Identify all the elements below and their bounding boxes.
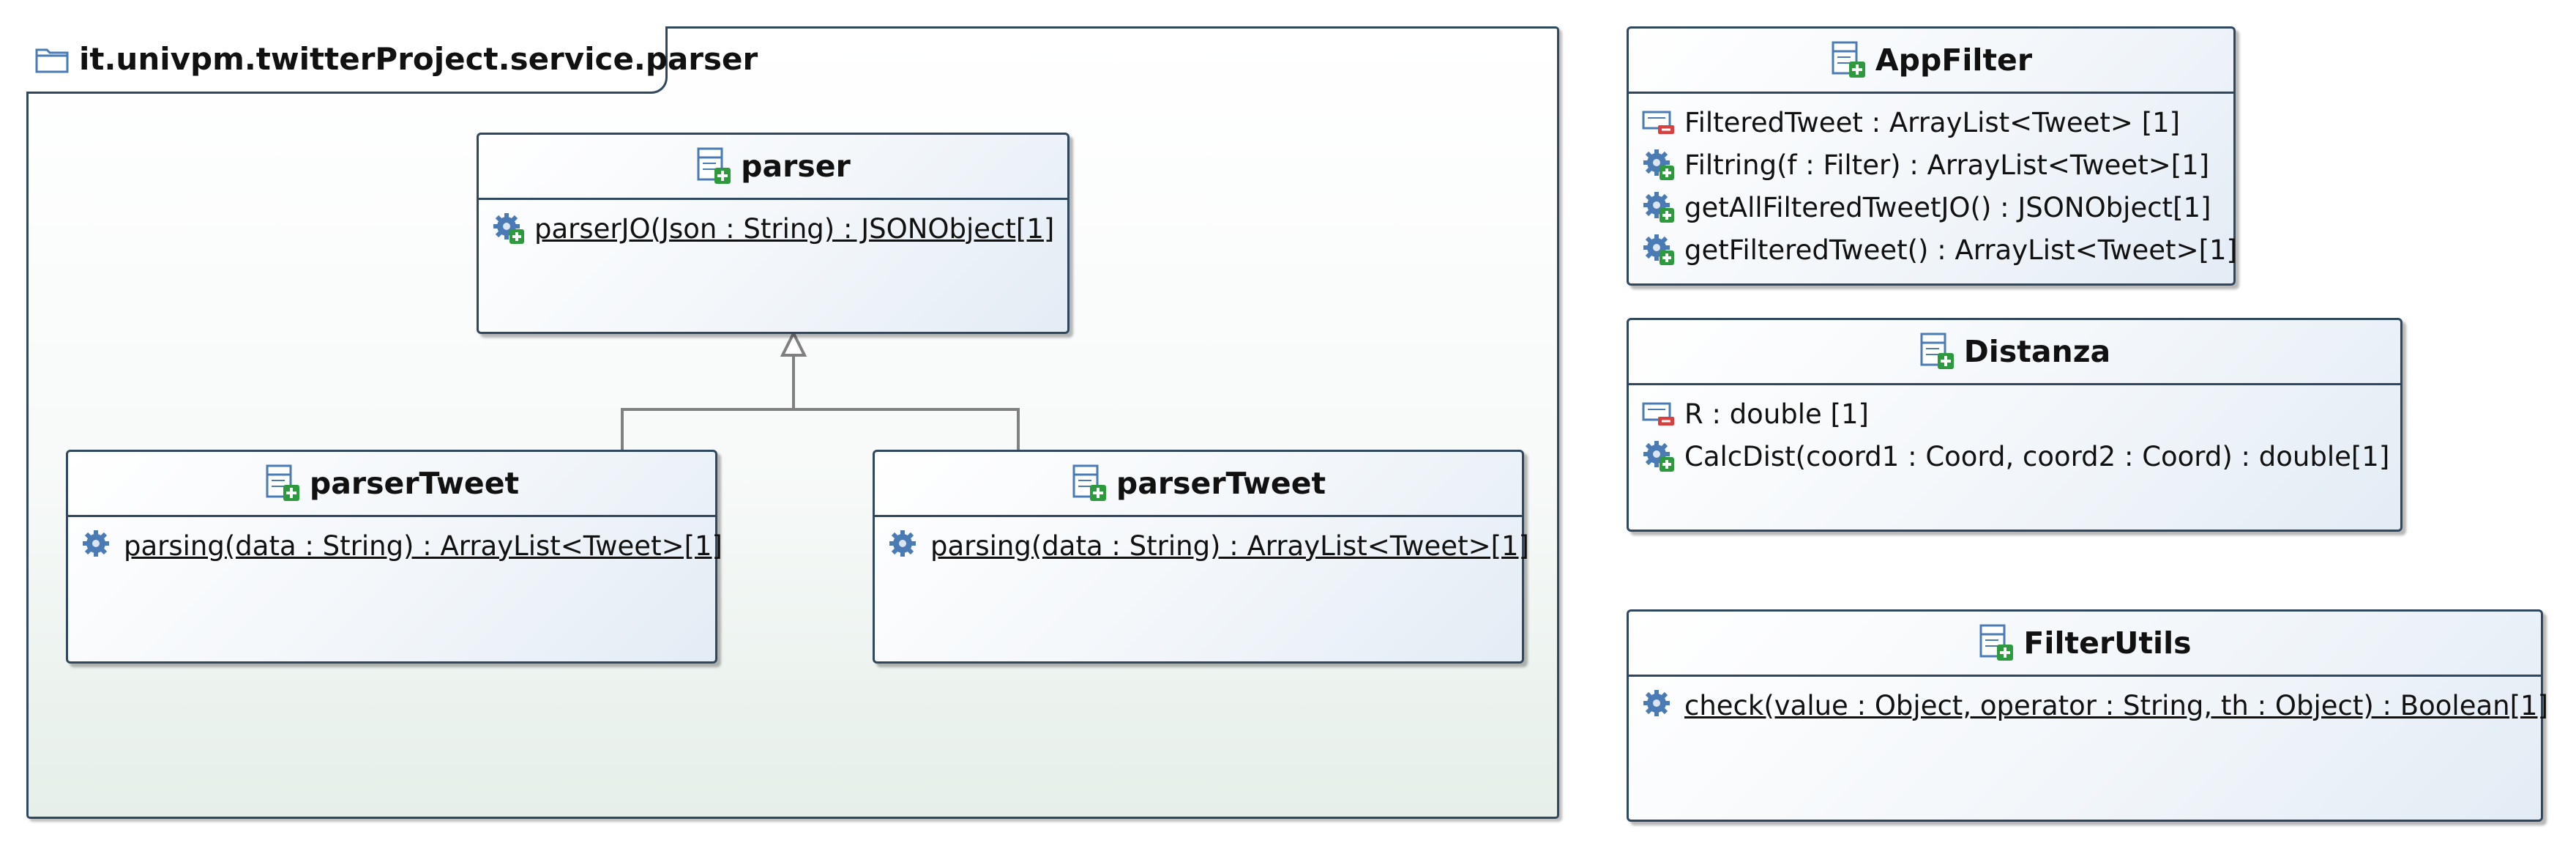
public-method-icon xyxy=(1642,233,1677,267)
class-appfilter[interactable]: AppFilter FilteredTweet : ArrayList<Twee… xyxy=(1627,26,2237,286)
class-member-text: parsing(data : String) : ArrayList<Tweet… xyxy=(124,530,723,562)
generalization-line-right xyxy=(794,408,1020,450)
class-member-text: parsing(data : String) : ArrayList<Tweet… xyxy=(930,530,1529,562)
class-parsertweet-right[interactable]: parserTweet parsing(data : String) : Arr… xyxy=(873,450,1529,664)
class-member-text: parserJO(Json : String) : JSONObject[1] xyxy=(534,212,1055,245)
public-method-icon xyxy=(1642,439,1677,473)
class-header: parserTweet xyxy=(68,452,715,517)
class-header: AppFilter xyxy=(1629,29,2233,94)
class-member-text: check(value : Object, operator : String,… xyxy=(1684,689,2549,721)
class-member-row[interactable]: CalcDist(coord1 : Coord, coord2 : Coord)… xyxy=(1629,435,2400,478)
class-member-text: FilteredTweet : ArrayList<Tweet> [1] xyxy=(1684,106,2181,138)
class-member-row[interactable]: Filtring(f : Filter) : ArrayList<Tweet>[… xyxy=(1629,144,2233,186)
class-members: R : double [1] CalcDist(coord1 : Coord, … xyxy=(1629,385,2400,478)
class-filterutils[interactable]: FilterUtils check(value : Object, operat… xyxy=(1627,609,2548,822)
class-member-row[interactable]: R : double [1] xyxy=(1629,393,2400,435)
private-attribute-icon xyxy=(1642,108,1677,137)
generalization-line-left xyxy=(621,353,795,450)
class-member-row[interactable]: getAllFilteredTweetJO() : JSONObject[1] xyxy=(1629,186,2233,229)
class-parsertweet-left[interactable]: parserTweet parsing(data : String) : Arr… xyxy=(66,450,723,664)
class-icon xyxy=(1830,41,1868,79)
class-member-row[interactable]: parsing(data : String) : ArrayList<Tweet… xyxy=(875,524,1529,567)
class-name: parserTweet xyxy=(1116,466,1326,501)
class-header: Distanza xyxy=(1629,320,2400,385)
class-distanza[interactable]: Distanza R : double [1] CalcDist(coord1 … xyxy=(1627,318,2403,532)
class-member-text: getFilteredTweet() : ArrayList<Tweet>[1] xyxy=(1684,234,2237,266)
package-tab[interactable]: it.univpm.twitterProject.service.parser xyxy=(26,26,758,94)
class-member-text: Filtring(f : Filter) : ArrayList<Tweet>[… xyxy=(1684,149,2210,181)
class-member-row[interactable]: FilteredTweet : ArrayList<Tweet> [1] xyxy=(1629,101,2233,144)
class-name: AppFilter xyxy=(1875,42,2033,78)
class-icon xyxy=(695,147,733,185)
class-member-row[interactable]: check(value : Object, operator : String,… xyxy=(1629,684,2548,727)
public-method-icon xyxy=(1642,190,1677,224)
class-name: Distanza xyxy=(1963,334,2111,369)
class-name: parserTweet xyxy=(309,466,520,501)
class-members: parsing(data : String) : ArrayList<Tweet… xyxy=(875,517,1529,567)
class-member-text: R : double [1] xyxy=(1684,398,1869,430)
class-icon xyxy=(264,464,302,502)
public-method-icon xyxy=(1642,148,1677,182)
class-member-text: getAllFilteredTweetJO() : JSONObject[1] xyxy=(1684,191,2211,223)
class-member-row[interactable]: parsing(data : String) : ArrayList<Tweet… xyxy=(68,524,723,567)
static-method-icon xyxy=(888,529,923,562)
static-method-icon xyxy=(81,529,116,562)
static-method-icon xyxy=(1642,688,1677,722)
class-member-row[interactable]: parserJO(Json : String) : JSONObject[1] xyxy=(479,207,1067,250)
folder-icon xyxy=(35,45,69,73)
class-icon xyxy=(1919,333,1957,371)
class-icon xyxy=(1071,464,1109,502)
class-header: parser xyxy=(479,135,1067,200)
class-members: FilteredTweet : ArrayList<Tweet> [1] Fil… xyxy=(1629,94,2237,271)
class-member-row[interactable]: getFilteredTweet() : ArrayList<Tweet>[1] xyxy=(1629,229,2237,271)
class-header: parserTweet xyxy=(875,452,1522,517)
public-static-method-icon xyxy=(492,212,527,245)
class-name: parser xyxy=(741,149,851,184)
class-name: FilterUtils xyxy=(2023,625,2192,661)
package-title: it.univpm.twitterProject.service.parser xyxy=(79,41,758,77)
class-parser[interactable]: parser parserJO(Json : String) : JSONObj… xyxy=(477,133,1069,334)
private-attribute-icon xyxy=(1642,399,1677,428)
class-icon xyxy=(1978,624,2016,662)
class-members: parserJO(Json : String) : JSONObject[1] xyxy=(479,200,1067,250)
class-members: check(value : Object, operator : String,… xyxy=(1629,677,2548,727)
class-member-text: CalcDist(coord1 : Coord, coord2 : Coord)… xyxy=(1684,440,2390,472)
class-header: FilterUtils xyxy=(1629,612,2541,677)
generalization-arrowhead xyxy=(780,330,807,357)
class-members: parsing(data : String) : ArrayList<Tweet… xyxy=(68,517,723,567)
